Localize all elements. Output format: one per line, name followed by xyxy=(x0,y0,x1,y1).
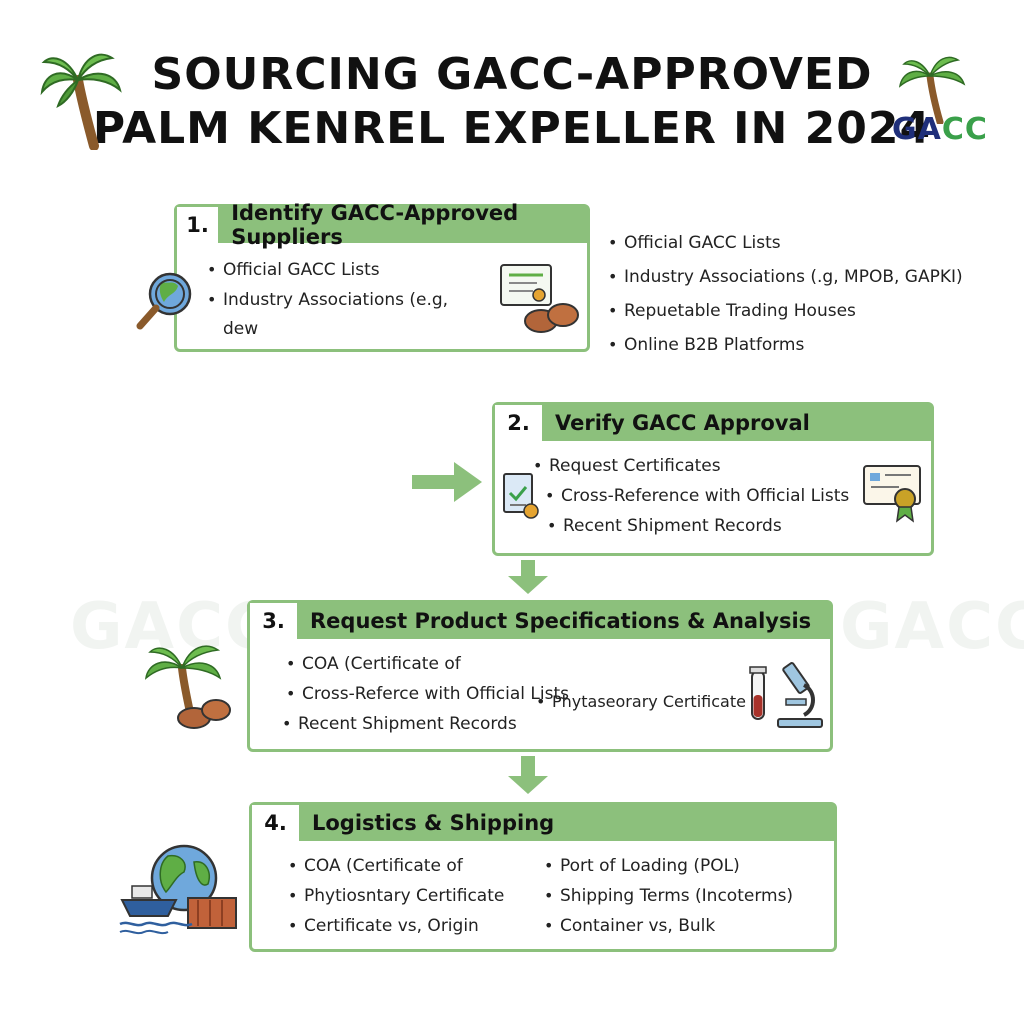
certificate-seal-icon xyxy=(863,465,921,523)
page-title-line-1: SOURCING GACC-APPROVED xyxy=(151,49,873,100)
step-4-number: 4. xyxy=(252,805,302,841)
document-check-icon xyxy=(503,473,539,519)
list-item: Industry Associations (e.g, xyxy=(207,285,448,315)
list-item: Certificate vs, Origin xyxy=(288,911,504,941)
palm-tree-icon xyxy=(40,53,122,150)
background-watermark-right: GACC xyxy=(840,590,1024,664)
arrow-down-icon xyxy=(508,576,548,594)
step-1-title: Identify GACC-Approved Suppliers xyxy=(231,201,519,249)
step-2-title: Verify GACC Approval xyxy=(555,411,810,435)
step-4-title: Logistics & Shipping xyxy=(312,811,555,835)
step-2-number: 2. xyxy=(495,405,545,441)
step-3-card: 3. Request Product Specifications & Anal… xyxy=(247,600,833,752)
list-item: COA (Certificate of xyxy=(288,851,504,881)
step-4-card: 4. Logistics & Shipping COA (Certificate… xyxy=(249,802,837,952)
step-1-header: 1. Identify GACC-Approved Suppliers xyxy=(177,201,587,249)
list-item: Official GACC Lists xyxy=(207,255,448,285)
step-4-bullets-right: Port of Loading (POL) Shipping Terms (In… xyxy=(544,851,793,941)
list-item: Container vs, Bulk xyxy=(544,911,793,941)
step-4-bullets-left: COA (Certificate of Phytiosntary Certifi… xyxy=(288,851,504,941)
step-2-bullets: Request Certificates Cross-Reference wit… xyxy=(533,451,849,541)
list-item: Recent Shipment Records xyxy=(533,511,849,541)
step-3-extra-bullets: Phytaseorary Certificate xyxy=(536,687,746,716)
step-1-number: 1. xyxy=(177,207,222,243)
list-item: Shipping Terms (Incoterms) xyxy=(544,881,793,911)
list-item: Phytiosntary Certificate xyxy=(288,881,504,911)
step-1-card: 1. Identify GACC-Approved Suppliers Offi… xyxy=(174,201,590,352)
side-list: Official GACC Lists Industry Association… xyxy=(608,226,963,362)
list-item: Cross-Reference with Official Lists xyxy=(533,481,849,511)
arrow-right-icon xyxy=(412,462,482,502)
step-3-number: 3. xyxy=(250,603,300,639)
arrow-down-icon xyxy=(521,560,535,576)
globe-ship-container-icon xyxy=(119,844,237,935)
step-3-header: 3. Request Product Specifications & Anal… xyxy=(250,603,830,639)
certificate-icon xyxy=(500,264,579,333)
step-3-title: Request Product Specifications & Analysi… xyxy=(310,609,812,633)
palm-tree-icon xyxy=(898,56,966,124)
list-item: Online B2B Platforms xyxy=(608,328,963,362)
step-4-header: 4. Logistics & Shipping xyxy=(252,805,834,841)
step-2-card: 2. Verify GACC Approval Request Certific… xyxy=(492,402,934,556)
list-item: Recent Shipment Records xyxy=(282,709,569,739)
step-3-bullets: COA (Certificate of Cross-Referce with O… xyxy=(286,649,569,739)
list-item: Phytaseorary Certificate xyxy=(536,687,746,716)
palm-tree-icon xyxy=(144,645,231,729)
step-1-bullets: Official GACC Lists Industry Association… xyxy=(207,255,448,344)
list-item: Official GACC Lists xyxy=(608,226,963,260)
list-item: COA (Certificate of xyxy=(286,649,569,679)
step-2-header: 2. Verify GACC Approval xyxy=(495,405,931,441)
list-item: Cross-Referce with Official Lists xyxy=(286,679,569,709)
arrow-down-icon xyxy=(521,756,535,776)
globe-magnifier-icon xyxy=(136,272,192,330)
list-item: Request Certificates xyxy=(533,451,849,481)
arrow-down-icon xyxy=(508,776,548,794)
microscope-icon xyxy=(749,662,823,728)
list-item: Port of Loading (POL) xyxy=(544,851,793,881)
list-item: Repuetable Trading Houses xyxy=(608,294,963,328)
list-item: Industry Associations (.g, MPOB, GAPKI) xyxy=(608,260,963,294)
page-title-line-2: PALM KENREL EXPELLER IN 2024 xyxy=(92,103,932,154)
list-item-continuation: dew xyxy=(223,319,259,339)
gacc-logo: GACC xyxy=(892,112,988,147)
